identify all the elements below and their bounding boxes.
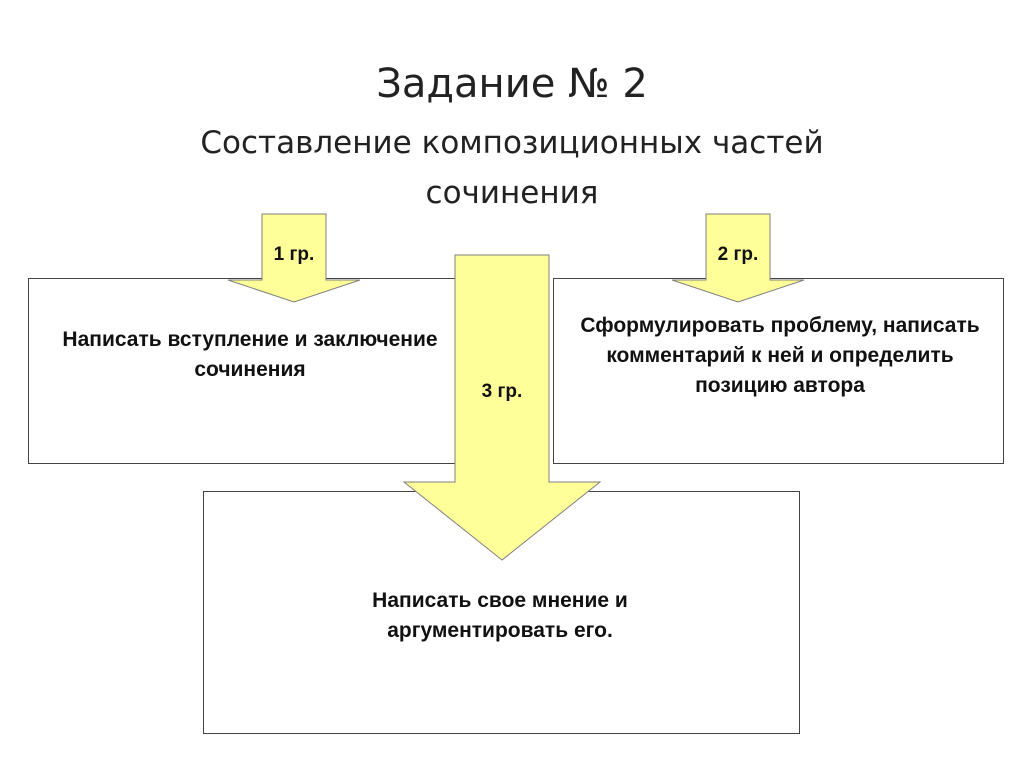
- group-2-task-text: Сформулировать проблему, написать коммен…: [580, 314, 980, 397]
- arrow-group-2: [671, 213, 805, 303]
- task-box-group-2: [553, 278, 1004, 464]
- group-1-task-text: Написать вступление и заключение сочинен…: [62, 328, 438, 381]
- group-3-label: 3 гр.: [481, 381, 523, 402]
- group-1-label: 1 гр.: [273, 244, 315, 265]
- slide-subtitle: Составление композиционных частей сочине…: [200, 125, 824, 211]
- group-3-task-text: Написать свое мнение и аргументировать е…: [372, 589, 628, 642]
- arrow-group-1: [227, 213, 361, 303]
- slide-title: Задание № 2: [376, 61, 648, 107]
- group-2-label: 2 гр.: [717, 244, 759, 265]
- arrow-group-3: [402, 254, 602, 561]
